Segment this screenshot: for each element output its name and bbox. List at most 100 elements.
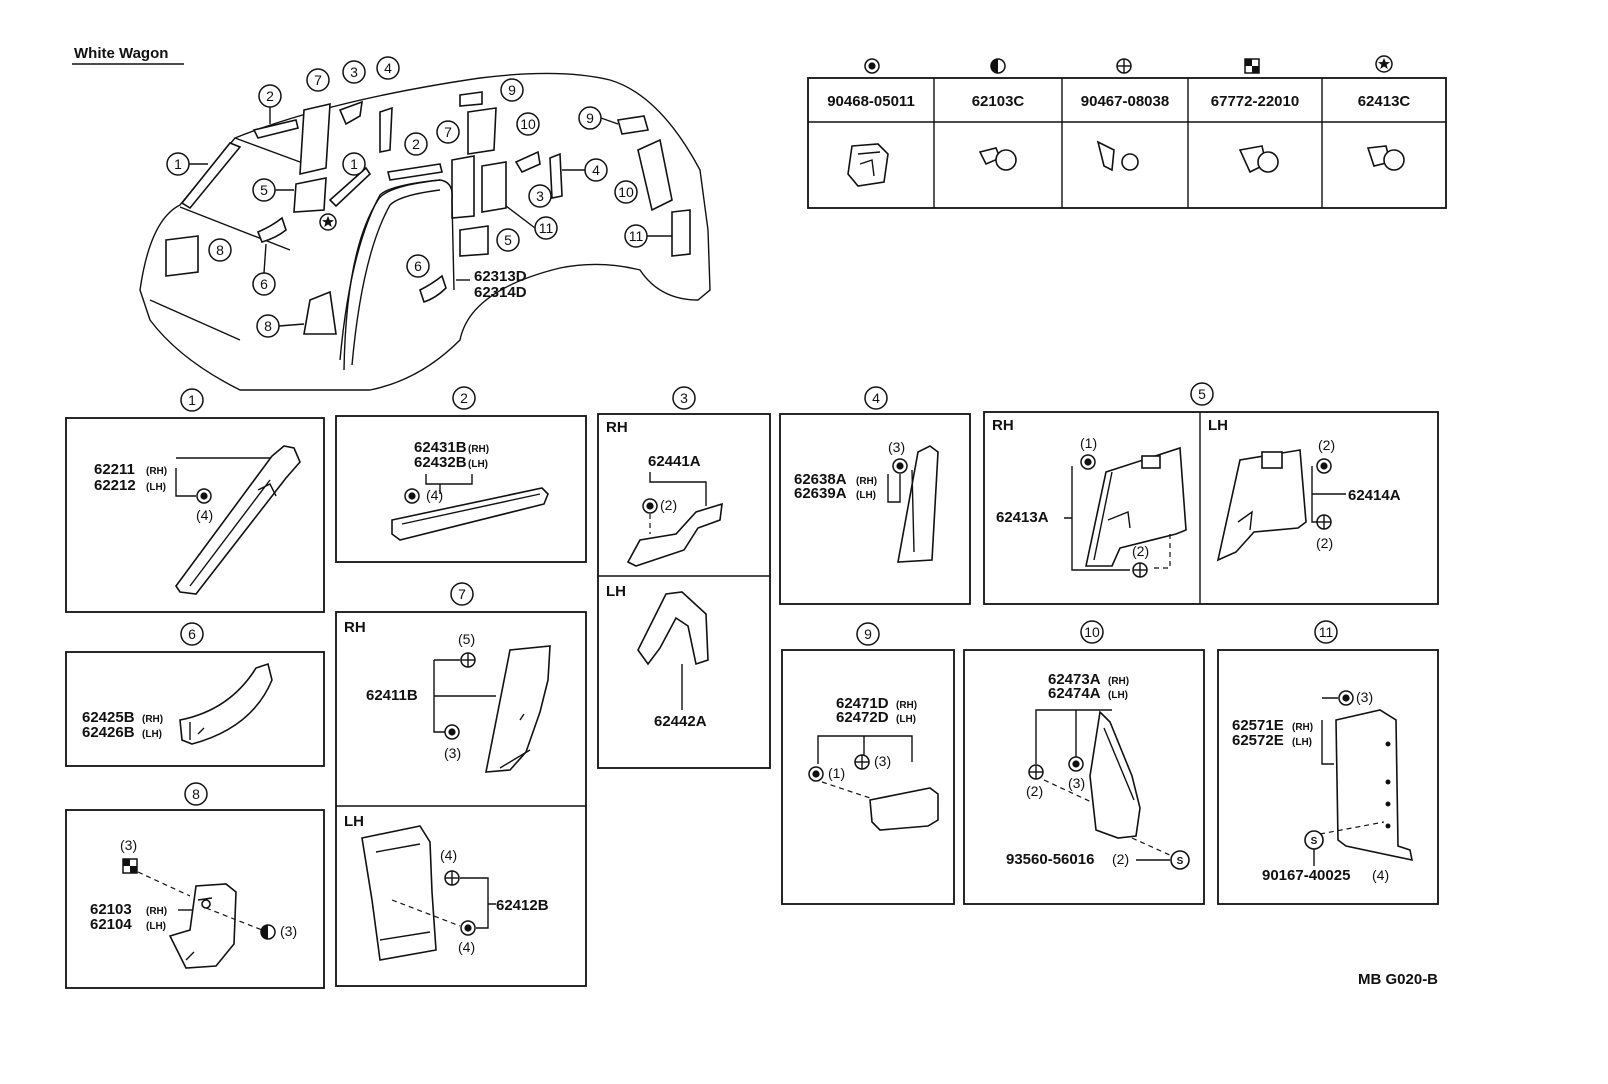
panel-3: 3 RH 62441A (2) LH 62442A <box>597 386 771 769</box>
svg-text:(LH): (LH) <box>142 729 162 740</box>
svg-text:(5): (5) <box>458 631 475 647</box>
svg-text:RH: RH <box>606 419 628 436</box>
svg-text:7: 7 <box>314 72 322 88</box>
half-circle-icon <box>990 58 1006 74</box>
svg-text:(1): (1) <box>1080 435 1097 451</box>
svg-text:3: 3 <box>350 64 358 80</box>
svg-text:4: 4 <box>592 162 600 178</box>
svg-text:(2): (2) <box>1318 437 1335 453</box>
svg-text:(RH): (RH) <box>146 906 167 917</box>
svg-text:62572E: 62572E <box>1232 732 1284 749</box>
legend-part-no: 90467-08038 <box>1081 93 1169 110</box>
svg-text:(3): (3) <box>120 837 137 853</box>
svg-text:62314D: 62314D <box>474 284 527 301</box>
svg-text:5: 5 <box>260 182 268 198</box>
svg-text:(LH): (LH) <box>468 459 488 470</box>
svg-text:62638A: 62638A <box>794 471 847 488</box>
svg-text:(2): (2) <box>1132 543 1149 559</box>
svg-text:7: 7 <box>444 124 452 140</box>
svg-text:(RH): (RH) <box>1292 722 1313 733</box>
svg-text:62212: 62212 <box>94 477 136 494</box>
svg-text:62441A: 62441A <box>648 453 701 470</box>
legend-part-no: 67772-22010 <box>1211 93 1299 110</box>
svg-text:9: 9 <box>508 82 516 98</box>
svg-text:(3): (3) <box>1068 775 1085 791</box>
checker-square-icon <box>1244 58 1260 74</box>
svg-text:2: 2 <box>460 390 468 406</box>
svg-text:5: 5 <box>1198 386 1206 402</box>
panel-5: 5 RH (1) 62413A (2) LH (2) 62414A (2) <box>983 382 1439 605</box>
panel-11: 11 (3) 62571E(RH) 62572E(LH) S 90167-400… <box>1217 620 1439 905</box>
svg-text:(LH): (LH) <box>146 921 166 932</box>
svg-text:9: 9 <box>864 626 872 642</box>
panel-8: 8 (3) 62103(RH) 62104(LH) (3) <box>65 782 325 989</box>
svg-text:62412B: 62412B <box>496 897 549 914</box>
svg-text:62411B: 62411B <box>366 687 418 704</box>
svg-text:1: 1 <box>350 156 358 172</box>
svg-text:(4): (4) <box>426 487 443 503</box>
svg-text:62472D: 62472D <box>836 709 889 726</box>
page-title: White Wagon <box>74 45 168 62</box>
svg-text:(LH): (LH) <box>896 714 916 725</box>
panel-6: 6 62425B (RH) 62426B (LH) <box>65 622 325 767</box>
svg-text:93560-56016: 93560-56016 <box>1006 851 1094 868</box>
legend-part-no: 62103C <box>972 93 1025 110</box>
svg-text:62414A: 62414A <box>1348 487 1401 504</box>
svg-text:(3): (3) <box>874 753 891 769</box>
svg-text:S: S <box>1177 856 1184 867</box>
svg-text:(2): (2) <box>660 497 677 513</box>
svg-text:62442A: 62442A <box>654 713 707 730</box>
svg-text:2: 2 <box>266 88 274 104</box>
panel-9: 9 62471D (RH) 62472D (LH) (1) (3) <box>781 622 955 905</box>
svg-text:(LH): (LH) <box>146 482 166 493</box>
panel-4: 4 (3) 62638A(RH) 62639A(LH) <box>779 386 971 605</box>
svg-text:11: 11 <box>629 228 644 244</box>
overview-callouts: 1 2 7 3 4 5 1 8 6 8 2 7 9 10 3 11 5 4 9 … <box>166 56 672 338</box>
svg-text:(3): (3) <box>280 923 297 939</box>
svg-text:(2): (2) <box>1316 535 1333 551</box>
panel-2: 2 62431B(RH) 62432B(LH) (4) <box>335 386 587 563</box>
svg-text:(RH): (RH) <box>468 444 489 455</box>
svg-text:10: 10 <box>618 184 634 200</box>
svg-text:62425B: 62425B <box>82 709 135 726</box>
fastener-legend: 90468-05011 62103C 90467-08038 67772-220… <box>807 55 1447 209</box>
svg-text:(RH): (RH) <box>1108 676 1129 687</box>
svg-text:62471D: 62471D <box>836 695 889 712</box>
svg-text:(RH): (RH) <box>896 700 917 711</box>
panel-1: 1 62211(RH) 62212(LH) (4) <box>65 388 325 613</box>
vehicle-overview <box>139 72 711 391</box>
panel-10: 10 62473A(RH) 62474A(LH) (2) (3) 93560-5… <box>963 620 1205 905</box>
svg-text:8: 8 <box>216 242 224 258</box>
svg-text:8: 8 <box>264 318 272 334</box>
svg-text:RH: RH <box>344 619 366 636</box>
svg-text:11: 11 <box>1319 624 1334 640</box>
svg-text:4: 4 <box>872 390 880 406</box>
svg-text:10: 10 <box>520 116 536 132</box>
legend-part-no: 90468-05011 <box>827 93 915 110</box>
svg-text:(RH): (RH) <box>142 714 163 725</box>
svg-text:1: 1 <box>188 392 196 408</box>
svg-text:62474A: 62474A <box>1048 685 1101 702</box>
svg-text:6: 6 <box>414 258 422 274</box>
svg-text:5: 5 <box>504 232 512 248</box>
svg-text:(LH): (LH) <box>856 490 876 501</box>
drawing-code: MB G020-B <box>1358 971 1438 988</box>
svg-text:(4): (4) <box>196 507 213 523</box>
svg-text:RH: RH <box>992 417 1014 434</box>
svg-text:62473A: 62473A <box>1048 671 1101 688</box>
svg-text:(RH): (RH) <box>856 476 877 487</box>
svg-text:62432B: 62432B <box>414 454 467 471</box>
svg-text:(1): (1) <box>828 765 845 781</box>
svg-text:7: 7 <box>458 586 466 602</box>
svg-text:62426B: 62426B <box>82 724 135 741</box>
star-circle-icon <box>1375 55 1393 73</box>
svg-text:62103: 62103 <box>90 901 132 918</box>
svg-text:6: 6 <box>188 626 196 642</box>
svg-text:62639A: 62639A <box>794 485 847 502</box>
cross-circle-icon <box>1116 58 1132 74</box>
svg-text:3: 3 <box>680 390 688 406</box>
svg-text:9: 9 <box>586 110 594 126</box>
svg-text:LH: LH <box>1208 417 1228 434</box>
svg-text:(3): (3) <box>1356 689 1373 705</box>
svg-text:LH: LH <box>606 583 626 600</box>
